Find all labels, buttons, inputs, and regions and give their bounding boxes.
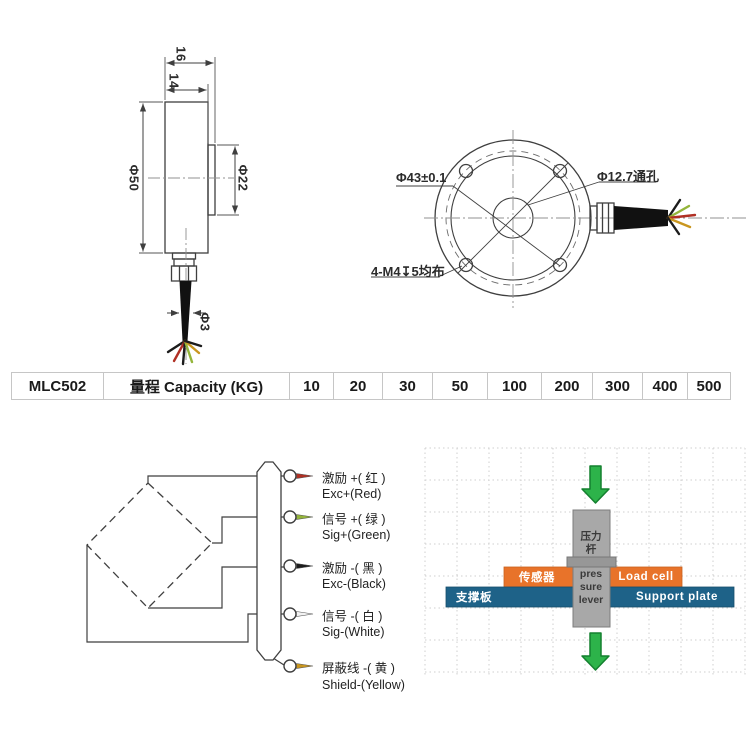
cable-body	[256, 461, 282, 661]
pressure-rod	[572, 509, 611, 628]
label-mounting-holes: 4-M4↧5均布	[371, 264, 445, 279]
load-cell-label-en: Load cell	[618, 571, 674, 583]
wiring-diagram	[86, 461, 314, 673]
capacity-cell: 10	[289, 372, 334, 400]
pressure-lever-label-en-3: lever	[578, 594, 604, 606]
sensor-label-cn: 传感器	[518, 572, 556, 584]
pressure-rod-label-cn-2: 杆	[585, 543, 597, 556]
model-cell: MLC502	[11, 372, 104, 400]
rod-flange	[566, 556, 617, 568]
capacity-cell: 100	[487, 372, 542, 400]
capacity-cell: 300	[592, 372, 643, 400]
support-plate-label-en: Support plate	[636, 591, 718, 603]
dim-label-dia22: Φ22	[235, 164, 251, 192]
capacity-cell: 200	[541, 372, 593, 400]
bridge-diamond	[86, 482, 213, 609]
capacity-cell: 20	[333, 372, 383, 400]
installation-diagram	[424, 447, 746, 676]
pressure-rod-label-cn-1: 压力	[580, 530, 602, 543]
capacity-cell: 30	[382, 372, 433, 400]
top-view-wire-strands	[666, 198, 697, 236]
dim-label-14: 14	[166, 73, 182, 89]
wire-label-en-shield: Shield-(Yellow)	[322, 678, 405, 692]
force-arrow-down-top	[581, 465, 610, 504]
pressure-lever-label-en-1: pres	[579, 568, 603, 580]
wire-terminals	[283, 469, 314, 673]
capacity-table: MLC502 量程 Capacity (KG) 10 20 30 50 100 …	[11, 372, 731, 400]
label-through-hole: Φ12.7通孔	[597, 169, 659, 184]
pressure-lever-label-en-2: sure	[579, 581, 603, 593]
wire-label-cn-sig-plus: 信号 +( 绿 )	[322, 512, 386, 527]
wire-label-en-sig-minus: Sig-(White)	[322, 625, 385, 639]
wire-label-cn-exc-minus: 激励 -( 黑 )	[322, 561, 383, 576]
capacity-cell: 500	[687, 372, 731, 400]
header-cell: 量程 Capacity (KG)	[103, 372, 290, 400]
capacity-row: MLC502 量程 Capacity (KG) 10 20 30 50 100 …	[11, 372, 731, 400]
dim-label-dia50: Φ50	[126, 164, 142, 192]
wire-label-en-exc-minus: Exc-(Black)	[322, 577, 386, 591]
wire-label-cn-sig-minus: 信号 -( 白 )	[322, 609, 383, 624]
force-arrow-down-bottom	[581, 632, 610, 671]
dim-label-16: 16	[173, 46, 189, 62]
wire-label-cn-exc-plus: 激励 +( 红 )	[322, 471, 386, 486]
side-view-wire-strands	[166, 339, 203, 366]
wire-label-en-exc-plus: Exc+(Red)	[322, 487, 382, 501]
wire-label-cn-shield: 屏蔽线 -( 黄 )	[322, 661, 395, 676]
support-plate-label-cn: 支撑板	[455, 592, 493, 604]
capacity-cell: 50	[432, 372, 488, 400]
wire-label-en-sig-plus: Sig+(Green)	[322, 528, 391, 542]
top-view-drawing	[371, 130, 746, 308]
side-view-drawing	[139, 57, 239, 366]
capacity-cell: 400	[642, 372, 688, 400]
label-bolt-circle: Φ43±0.1	[396, 170, 447, 185]
dim-label-dia3: Φ3	[197, 312, 213, 332]
